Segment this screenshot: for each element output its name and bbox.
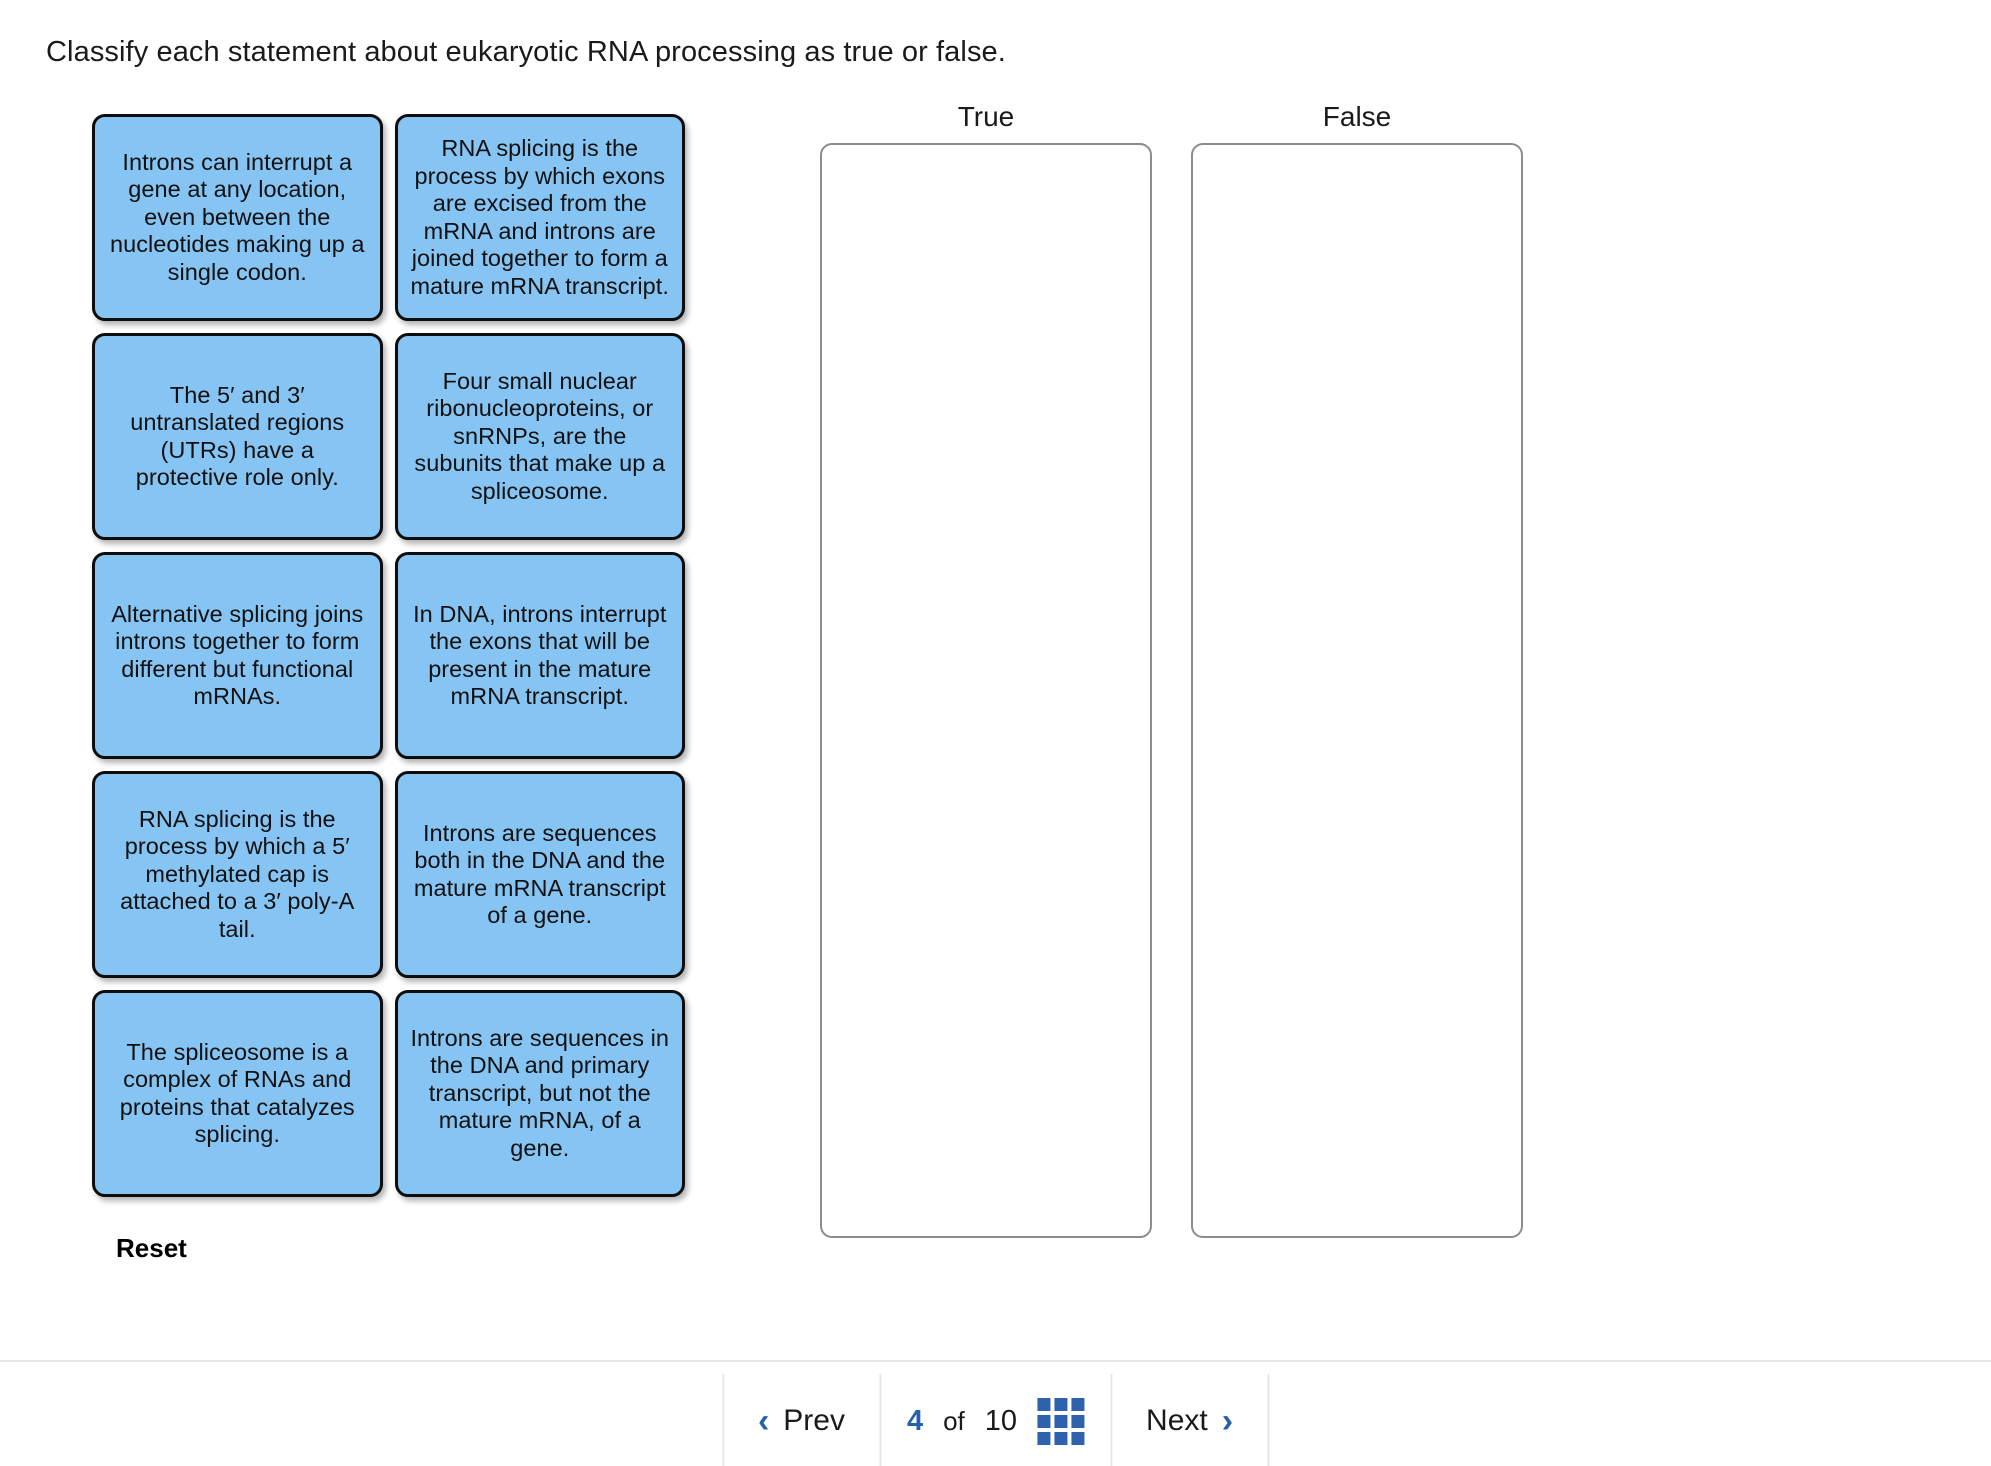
dropzone-false: False (1191, 100, 1523, 1238)
reset-button[interactable]: Reset (116, 1233, 187, 1263)
dropzone-label-true: True (957, 101, 1015, 132)
grid-view-icon[interactable] (1037, 1397, 1085, 1445)
tile-label: Alternative splicing joins introns toget… (111, 600, 364, 710)
tile-row: The spliceosome is a complex of RNAs and… (86, 984, 691, 1203)
draggable-tile[interactable]: Four small nuclear ribonucleoproteins, o… (394, 333, 685, 540)
grid-cell (1037, 1431, 1051, 1445)
draggable-tile[interactable]: In DNA, introns interrupt the exons that… (394, 552, 685, 759)
tile-label: RNA splicing is the process by which a 5… (120, 805, 355, 942)
classification-work-area: Introns can interrupt a gene at any loca… (0, 100, 1991, 1390)
tile-row: Introns can interrupt a gene at any loca… (86, 108, 691, 327)
chevron-left-icon: ‹ (757, 1402, 770, 1440)
grid-cell (1071, 1414, 1085, 1428)
tile-row: RNA splicing is the process by which a 5… (86, 765, 691, 984)
prev-label: Prev (783, 1404, 845, 1437)
dropzone-label-false: False (1322, 101, 1392, 132)
grid-cell (1071, 1397, 1085, 1411)
grid-cell (1054, 1414, 1068, 1428)
draggable-tile[interactable]: The spliceosome is a complex of RNAs and… (92, 990, 383, 1197)
tile-label: In DNA, introns interrupt the exons that… (413, 600, 667, 710)
prev-button[interactable]: ‹ Prev (721, 1374, 879, 1466)
page-of-label: of (943, 1405, 965, 1436)
tile-label: RNA splicing is the process by which exo… (410, 135, 669, 299)
draggable-tile[interactable]: Alternative splicing joins introns toget… (92, 552, 383, 759)
draggable-tile[interactable]: The 5′ and 3′ untranslated regions (UTRs… (92, 333, 383, 540)
page-current: 4 (906, 1404, 924, 1437)
grid-cell (1071, 1431, 1085, 1445)
tile-label: Introns can interrupt a gene at any loca… (109, 148, 365, 285)
dropzone-target-true[interactable] (820, 143, 1152, 1238)
tile-label: The 5′ and 3′ untranslated regions (UTRs… (130, 381, 345, 491)
dropzone-true: True (820, 100, 1152, 1238)
nav-strip: ‹ Prev 4 of 10 (721, 1374, 1270, 1466)
next-button[interactable]: Next › (1110, 1374, 1270, 1466)
grid-cell (1054, 1431, 1068, 1445)
grid-cell (1054, 1397, 1068, 1411)
chevron-right-icon: › (1221, 1402, 1234, 1440)
tile-label: Introns are sequences in the DNA and pri… (410, 1024, 670, 1161)
draggable-tile[interactable]: RNA splicing is the process by which a 5… (92, 771, 383, 978)
tile-bank: Introns can interrupt a gene at any loca… (86, 108, 691, 1203)
draggable-tile[interactable]: Introns are sequences in the DNA and pri… (394, 990, 685, 1197)
next-label: Next (1146, 1404, 1208, 1437)
tile-label: The spliceosome is a complex of RNAs and… (119, 1038, 355, 1148)
dropzone-target-false[interactable] (1191, 143, 1523, 1238)
tile-row: Alternative splicing joins introns toget… (86, 546, 691, 765)
tile-row: The 5′ and 3′ untranslated regions (UTRs… (86, 327, 691, 546)
draggable-tile[interactable]: RNA splicing is the process by which exo… (394, 114, 685, 321)
page-title: Classify each statement about eukaryotic… (46, 36, 1006, 68)
grid-cell (1037, 1397, 1051, 1411)
footer-nav: ‹ Prev 4 of 10 (0, 1360, 1991, 1466)
draggable-tile[interactable]: Introns can interrupt a gene at any loca… (92, 114, 383, 321)
page-total: 10 (984, 1404, 1018, 1437)
page-indicator[interactable]: 4 of 10 (878, 1374, 1110, 1466)
tile-label: Four small nuclear ribonucleoproteins, o… (414, 367, 666, 504)
tile-label: Introns are sequences both in the DNA an… (413, 819, 666, 929)
grid-cell (1037, 1414, 1051, 1428)
draggable-tile[interactable]: Introns are sequences both in the DNA an… (394, 771, 685, 978)
